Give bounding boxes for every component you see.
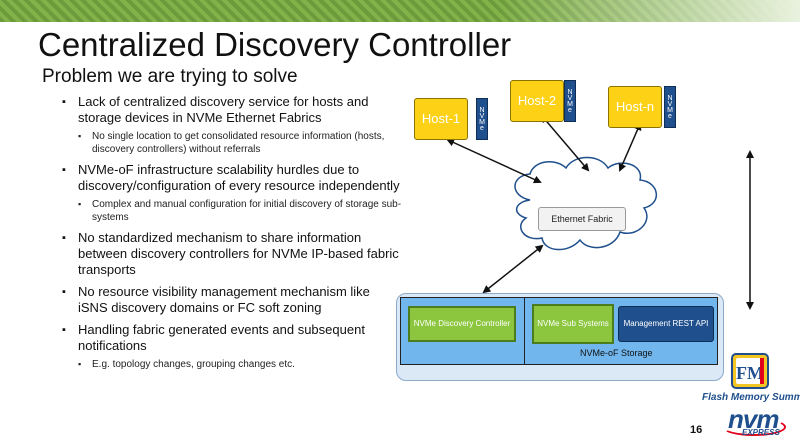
host-box: Host-1	[414, 98, 468, 140]
host-label: Host-1	[421, 111, 461, 126]
top-accent-fade	[500, 0, 800, 22]
bullet-list: Lack of centralized discovery service fo…	[62, 94, 402, 371]
sub-bullet-item: Complex and manual configuration for ini…	[78, 198, 402, 224]
host-label: Host-n	[615, 99, 655, 114]
bullet-item: Handling fabric generated events and sub…	[62, 322, 402, 354]
management-api-box: Management REST API	[618, 306, 714, 342]
host-label: Host-2	[517, 93, 557, 108]
bullet-item: No standardized mechanism to share infor…	[62, 230, 402, 278]
slide-subtitle: Problem we are trying to solve	[42, 66, 298, 87]
link-host1-fabric	[446, 138, 542, 184]
nvme-tag: NVMe	[476, 98, 488, 140]
slide-title: Centralized Discovery Controller	[38, 26, 512, 63]
sub-bullet-item: E.g. topology changes, grouping changes …	[78, 358, 402, 371]
host-box: Host-n	[608, 86, 662, 128]
link-hostn-fabric	[618, 122, 642, 172]
storage-label: NVMe-oF Storage	[580, 348, 653, 358]
sub-bullet-item: No single location to get consolidated r…	[78, 130, 402, 156]
nvme-tag: NVMe	[564, 80, 576, 122]
link-host2-fabric	[540, 114, 590, 172]
bullet-item: Lack of centralized discovery service fo…	[62, 94, 402, 126]
nvm-express-logo: nvm	[728, 404, 779, 434]
ethernet-fabric-label: Ethernet Fabric	[538, 207, 626, 231]
host-box: Host-2	[510, 80, 564, 122]
page-number: 16	[690, 424, 703, 436]
subsystems-box: NVMe Sub Systems	[532, 304, 614, 344]
bullet-item: NVMe-oF infrastructure scalability hurdl…	[62, 162, 402, 194]
event-name: Flash Memory Summit	[702, 392, 800, 403]
nvm-logo-swoosh	[722, 418, 786, 436]
nvme-tag: NVMe	[664, 86, 676, 128]
discovery-controller-box: NVMe Discovery Controller	[408, 306, 516, 342]
fms-logo-icon: FM	[731, 353, 769, 389]
bullet-item: No resource visibility management mechan…	[62, 284, 402, 316]
storage-divider	[524, 297, 525, 364]
link-fabric-storage	[482, 244, 544, 294]
nvm-express-sublabel: EXPRESS	[742, 428, 780, 437]
ethernet-fabric-cloud	[514, 156, 657, 251]
svg-text:FM: FM	[736, 363, 764, 383]
